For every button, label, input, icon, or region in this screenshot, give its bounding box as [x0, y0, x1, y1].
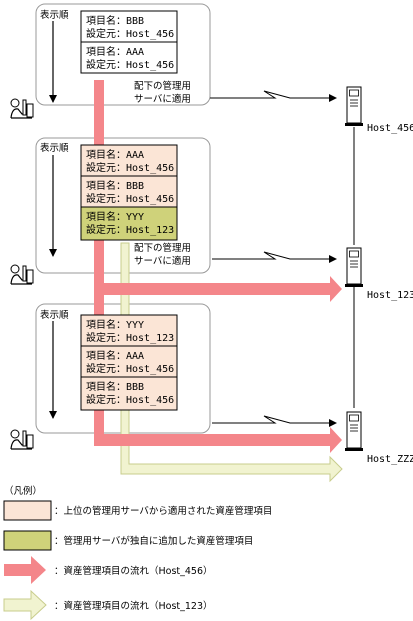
- legend-arrow-yellow: [3, 589, 47, 621]
- apply-link: [212, 251, 337, 263]
- legend-text-own: ：管理用サーバが独自に追加した資産管理項目: [54, 535, 253, 547]
- asset-item-box: 項目名：BBB 設定元：Host_456: [80, 10, 178, 43]
- asset-item-box: 項目名：BBB 設定元：Host_456: [80, 376, 178, 411]
- server-tower-icon: [344, 411, 364, 452]
- apply-note: 配下の管理用: [134, 242, 191, 254]
- asset-item-box: 項目名：YYY 設定元：Host_123: [80, 206, 178, 241]
- asset-item-box: 項目名：AAA 設定元：Host_456: [80, 345, 178, 378]
- legend-swatch-own: [3, 530, 52, 551]
- asset-item-box: 項目名：YYY 設定元：Host_123: [80, 314, 178, 347]
- note-backdrop: [132, 240, 202, 266]
- legend-swatch-inherited: [3, 500, 52, 521]
- legend-title: （凡例）: [4, 485, 42, 497]
- apply-note: 配下の管理用: [134, 80, 191, 92]
- asset-item-box: 項目名：AAA 設定元：Host_456: [80, 41, 178, 74]
- server-tower-icon: [344, 247, 364, 288]
- asset-item-box: 項目名：AAA 設定元：Host_456: [80, 144, 178, 177]
- svg-text:設定元：Host_456: 設定元：Host_456: [86, 27, 174, 40]
- host-label: Host_ZZZ: [367, 454, 413, 465]
- server-tower-icon: [344, 86, 364, 127]
- svg-text:項目名：BBB: 項目名：BBB: [86, 380, 144, 393]
- legend-text-inherited: ：上位の管理用サーバから適用された資産管理項目: [54, 505, 272, 517]
- svg-text:項目名：AAA: 項目名：AAA: [86, 349, 144, 362]
- svg-text:項目名：AAA: 項目名：AAA: [86, 45, 144, 58]
- user-at-terminal-icon: [10, 98, 34, 119]
- svg-text:項目名：YYY: 項目名：YYY: [86, 318, 144, 331]
- svg-text:設定元：Host_123: 設定元：Host_123: [86, 331, 174, 344]
- svg-text:設定元：Host_456: 設定元：Host_456: [86, 393, 174, 406]
- apply-note: サーバに適用: [134, 255, 191, 267]
- svg-text:項目名：YYY: 項目名：YYY: [86, 210, 144, 223]
- display-order-label: 表示順: [40, 142, 69, 154]
- legend-text-flow-red: ：資産管理項目の流れ（Host_456）: [54, 565, 213, 577]
- display-order-label: 表示順: [40, 9, 69, 21]
- svg-text:項目名：BBB: 項目名：BBB: [86, 14, 144, 27]
- svg-text:項目名：AAA: 項目名：AAA: [86, 148, 144, 161]
- note-backdrop: [132, 78, 202, 104]
- host-label: Host_456: [367, 123, 413, 134]
- user-at-terminal-icon: [10, 264, 34, 285]
- apply-note: サーバに適用: [134, 93, 191, 105]
- user-at-terminal-icon: [10, 429, 34, 450]
- svg-text:設定元：Host_456: 設定元：Host_456: [86, 362, 174, 375]
- svg-text:設定元：Host_123: 設定元：Host_123: [86, 223, 174, 236]
- svg-text:設定元：Host_456: 設定元：Host_456: [86, 58, 174, 71]
- display-order-label: 表示順: [40, 309, 69, 321]
- svg-text:項目名：BBB: 項目名：BBB: [86, 179, 144, 192]
- asset-item-box: 項目名：BBB 設定元：Host_456: [80, 175, 178, 208]
- svg-text:設定元：Host_456: 設定元：Host_456: [86, 192, 174, 205]
- legend-text-flow-yellow: ：資産管理項目の流れ（Host_123）: [54, 600, 213, 612]
- host-label: Host_123: [367, 290, 413, 301]
- legend-arrow-red: [4, 556, 46, 584]
- apply-link: [212, 415, 337, 427]
- svg-text:設定元：Host_456: 設定元：Host_456: [86, 161, 174, 174]
- apply-link: [210, 90, 337, 102]
